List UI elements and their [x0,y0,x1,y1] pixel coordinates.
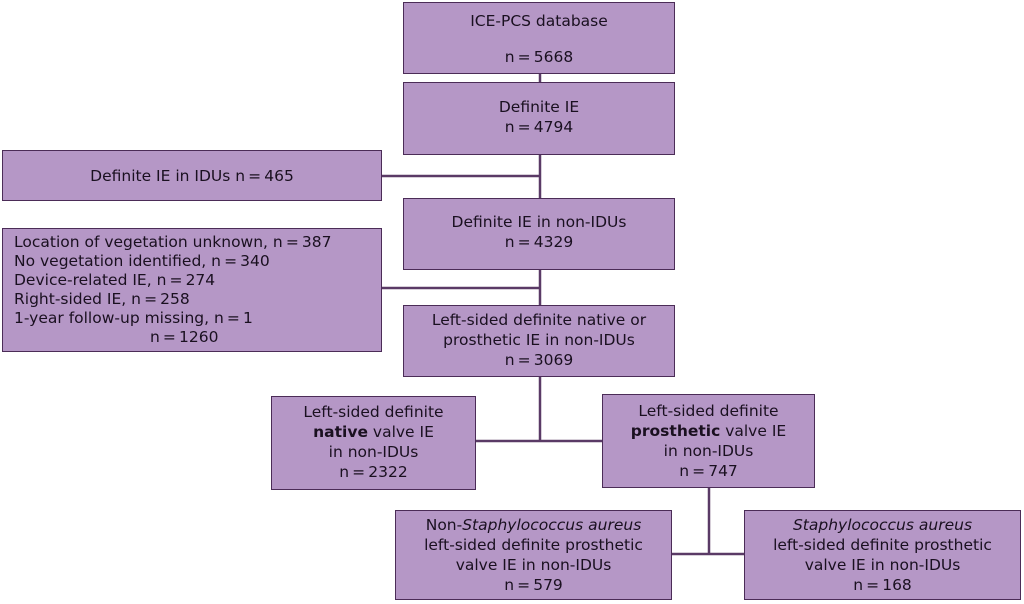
box-definite-ie: Definite IE n = 4794 [403,82,675,155]
idus-text: Definite IE in IDUs n = 465 [90,167,294,185]
exclusion-item: 1-year follow-up missing, n = 1 [14,309,253,327]
box-prosthetic-valve-ie: Left-sided definite prosthetic valve IE … [602,394,815,488]
native-count: n = 2322 [339,463,408,481]
definite-count: n = 4794 [504,118,574,136]
prosthetic-rest: valve IE [720,422,787,440]
exclusion-item: Right-sided IE, n = 258 [14,290,190,308]
sa-line1: Staphylococcus aureus [745,515,1020,535]
sa-line3: valve IE in non-IDUs [804,556,961,574]
box-definite-ie-non-idus: Definite IE in non-IDUs n = 4329 [403,198,675,270]
box-native-valve-ie: Left-sided definite native valve IE in n… [271,396,476,490]
box-definite-ie-idus: Definite IE in IDUs n = 465 [2,150,382,201]
exclusion-item: No vegetation identified, n = 340 [14,252,270,270]
sa-count: n = 168 [853,576,912,594]
non-sa-line2: left-sided definite prosthetic [424,536,643,554]
box-left-sided-definite: Left-sided definite native or prosthetic… [403,305,675,377]
prosthetic-line2: prosthetic valve IE [603,421,814,441]
sa-line2: left-sided definite prosthetic [773,536,992,554]
non-sa-line1: Non-Staphylococcus aureus [396,515,671,535]
definite-title: Definite IE [498,98,580,116]
box-ice-pcs-database: ICE-PCS database n = 5668 [403,2,675,74]
non-sa-italic: Staphylococcus aureus [462,516,642,534]
non-sa-count: n = 579 [504,576,563,594]
box-staph-aureus: Staphylococcus aureus left-sided definit… [744,510,1021,600]
non-idus-title: Definite IE in non-IDUs [451,213,627,231]
sa-italic: Staphylococcus aureus [792,516,973,534]
native-line1: Left-sided definite [303,403,444,421]
native-line2: native valve IE [272,422,475,442]
non-sa-prefix: Non- [425,516,463,534]
db-count: n = 5668 [504,48,574,66]
prosthetic-bold: prosthetic [630,422,721,440]
box-non-staph-aureus: Non-Staphylococcus aureus left-sided def… [395,510,672,600]
exclusion-item: Location of vegetation unknown, n = 387 [14,233,332,251]
left-sided-line1: Left-sided definite native or [431,311,647,329]
db-title: ICE-PCS database [470,12,608,30]
prosthetic-line1: Left-sided definite [638,402,779,420]
exclusion-item: Device-related IE, n = 274 [14,271,216,289]
prosthetic-line3: in non-IDUs [663,442,754,460]
prosthetic-count: n = 747 [679,462,738,480]
native-bold: native [313,423,368,441]
non-sa-line3: valve IE in non-IDUs [455,556,612,574]
non-idus-count: n = 4329 [504,233,574,251]
box-exclusions: Location of vegetation unknown, n = 387 … [2,228,382,352]
native-rest: valve IE [367,423,434,441]
native-line3: in non-IDUs [328,443,419,461]
left-sided-count: n = 3069 [504,351,574,369]
exclusions-total: n = 1260 [150,328,219,346]
left-sided-line2: prosthetic IE in non-IDUs [443,331,635,349]
